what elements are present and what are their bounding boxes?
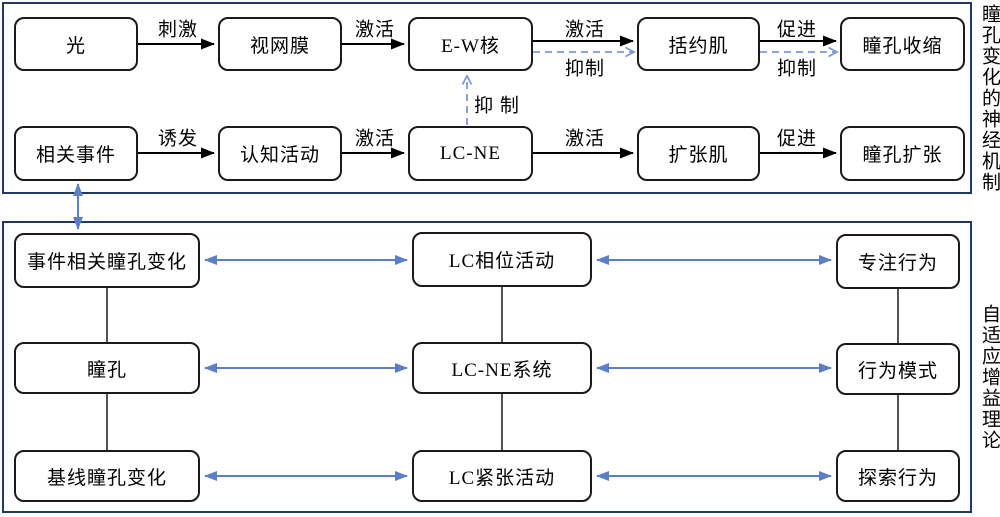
node-retina: 视网膜: [218, 17, 342, 71]
node-pupil: 瞳孔: [14, 342, 200, 394]
node-lc-phasic-activity: LC相位活动: [412, 232, 592, 287]
node-event-related-pupil-change: 事件相关瞳孔变化: [14, 233, 200, 288]
label-inhibit-lcne-ew: 抑 制: [474, 95, 520, 117]
adaptive-gain-section-frame: [2, 221, 972, 513]
node-exploratory-behavior: 探索行为: [836, 450, 960, 502]
node-focused-behavior: 专注行为: [836, 234, 960, 289]
blue-relation-arrows: [73, 183, 832, 481]
node-pupil-constriction: 瞳孔收缩: [840, 17, 965, 71]
node-baseline-pupil-change: 基线瞳孔变化: [14, 450, 200, 502]
node-sphincter: 括约肌: [637, 17, 760, 71]
caption-neural-mechanism: 瞳孔变化的神经机制: [979, 4, 1000, 193]
neural-mechanism-section-frame: [2, 2, 972, 194]
node-related-event: 相关事件: [14, 126, 138, 181]
label-inhibit-constriction: 抑制: [776, 58, 818, 80]
label-stimulate: 刺激: [157, 19, 199, 41]
node-ew-nucleus: E-W核: [408, 17, 533, 71]
caption-adaptive-gain-theory: 自适应增益理论: [979, 304, 1000, 451]
node-light: 光: [14, 17, 138, 71]
label-induce: 诱发: [157, 128, 199, 150]
black-flow-arrows: [138, 35, 837, 159]
node-behavior-pattern: 行为模式: [836, 343, 960, 395]
label-promote-dilation: 促进: [776, 128, 818, 150]
label-activate-cognitive-lcne: 激活: [354, 128, 396, 150]
node-lc-ne-system: LC-NE系统: [412, 342, 592, 394]
column-connector-lines: [106, 287, 899, 450]
node-lc-tonic-activity: LC紧张活动: [412, 450, 592, 502]
dashed-inhibit-arrows: [461, 46, 839, 125]
label-activate-lcne-dilator: 激活: [564, 128, 606, 150]
label-activate-ew-sphincter: 激活: [564, 19, 606, 41]
label-inhibit-ew-sphincter: 抑制: [564, 58, 606, 80]
label-activate-retina-ew: 激活: [354, 19, 396, 41]
node-pupil-dilation: 瞳孔扩张: [840, 126, 965, 181]
node-lc-ne: LC-NE: [408, 126, 533, 181]
label-promote-constriction: 促进: [776, 19, 818, 41]
node-cognitive-activity: 认知活动: [218, 126, 342, 181]
node-dilator: 扩张肌: [637, 126, 760, 181]
